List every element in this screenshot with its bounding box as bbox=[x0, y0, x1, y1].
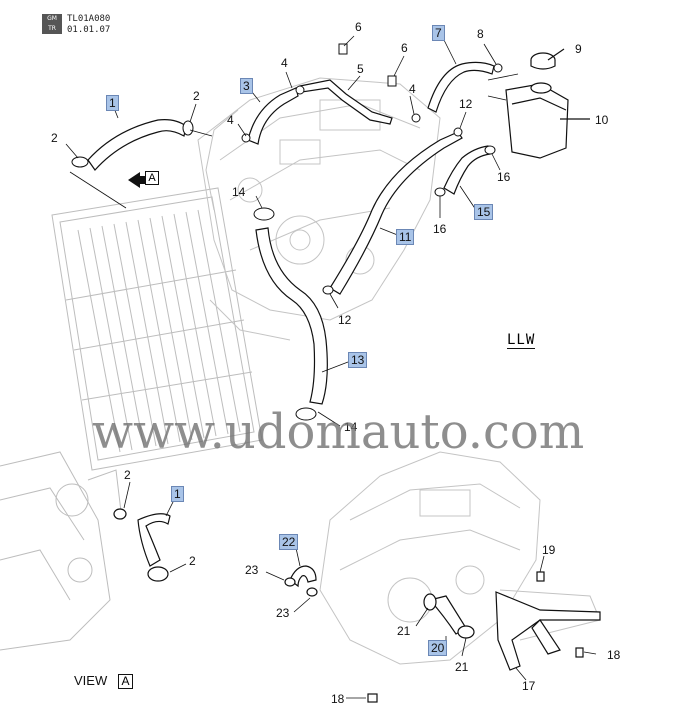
view-arrow bbox=[128, 172, 150, 188]
callout-18: 18 bbox=[331, 692, 345, 706]
callout-21: 21 bbox=[397, 624, 411, 638]
callout-12: 12 bbox=[459, 97, 473, 111]
engine-lower-view bbox=[319, 451, 601, 665]
pipes-lower bbox=[284, 565, 601, 703]
callout-14: 14 bbox=[344, 420, 358, 434]
pipe-17 bbox=[495, 591, 601, 671]
callout-16: 16 bbox=[497, 170, 511, 184]
callout-23: 23 bbox=[245, 563, 259, 577]
callout-21: 21 bbox=[455, 660, 469, 674]
hose-11 bbox=[329, 131, 463, 295]
callout-11: 11 bbox=[396, 229, 415, 245]
callout-15: 15 bbox=[474, 204, 494, 220]
callout-4: 4 bbox=[281, 56, 288, 70]
diagram-header: TL01A080 01.01.07 bbox=[67, 14, 110, 36]
callout-7: 7 bbox=[432, 25, 445, 41]
hose-1 bbox=[87, 119, 187, 171]
callout-10: 10 bbox=[595, 113, 609, 127]
leader-lines bbox=[65, 35, 519, 427]
callout-13: 13 bbox=[348, 352, 368, 368]
callout-6: 6 bbox=[401, 41, 408, 55]
callout-22: 22 bbox=[279, 534, 299, 550]
callout-19: 19 bbox=[542, 543, 556, 557]
hose-3 bbox=[247, 87, 299, 145]
view-label: VIEW bbox=[74, 673, 108, 688]
hose-view-a bbox=[113, 508, 171, 582]
callout-2: 2 bbox=[189, 554, 196, 568]
callout-23: 23 bbox=[276, 606, 290, 620]
callout-16: 16 bbox=[433, 222, 447, 236]
callout-2: 2 bbox=[124, 468, 131, 482]
callout-18: 18 bbox=[607, 648, 621, 662]
leader-lines-lower bbox=[265, 547, 597, 699]
leader-lines-view-a bbox=[123, 481, 187, 573]
callout-20: 20 bbox=[428, 640, 448, 656]
callout-8: 8 bbox=[477, 27, 484, 41]
callout-2: 2 bbox=[193, 89, 200, 103]
view-letter: A bbox=[118, 674, 133, 689]
view-arrow-letter: A bbox=[145, 171, 159, 185]
coolant-reservoir bbox=[505, 48, 590, 159]
callout-2: 2 bbox=[51, 131, 58, 145]
radiator-view-a bbox=[0, 451, 123, 651]
hose-5 bbox=[299, 79, 393, 125]
callout-14: 14 bbox=[232, 185, 246, 199]
clamps bbox=[71, 43, 503, 421]
engine-block bbox=[197, 77, 441, 341]
badge-bottom-text: TR bbox=[48, 25, 56, 32]
diagram-date: 01.01.07 bbox=[67, 25, 111, 35]
hose-13 bbox=[255, 227, 328, 405]
callout-12: 12 bbox=[338, 313, 352, 327]
watermark: www.udomauto.com bbox=[92, 404, 585, 460]
callout-3: 3 bbox=[240, 78, 253, 94]
badge-top-text: GM bbox=[47, 15, 57, 22]
callout-4: 4 bbox=[409, 82, 416, 96]
gm-badge: GM TR bbox=[42, 14, 62, 34]
callout-4: 4 bbox=[227, 113, 234, 127]
hose-15 bbox=[443, 145, 491, 195]
callout-6: 6 bbox=[355, 20, 362, 34]
callout-1: 1 bbox=[106, 95, 119, 111]
diagram-code: TL01A080 bbox=[67, 14, 111, 24]
radiator bbox=[51, 187, 263, 471]
hose-22 bbox=[289, 565, 317, 588]
callout-5: 5 bbox=[357, 62, 364, 76]
model-tag: LLW bbox=[507, 332, 536, 349]
hose-7 bbox=[427, 61, 495, 113]
callout-1: 1 bbox=[171, 486, 184, 502]
callout-9: 9 bbox=[575, 42, 582, 56]
callout-17: 17 bbox=[522, 679, 536, 693]
